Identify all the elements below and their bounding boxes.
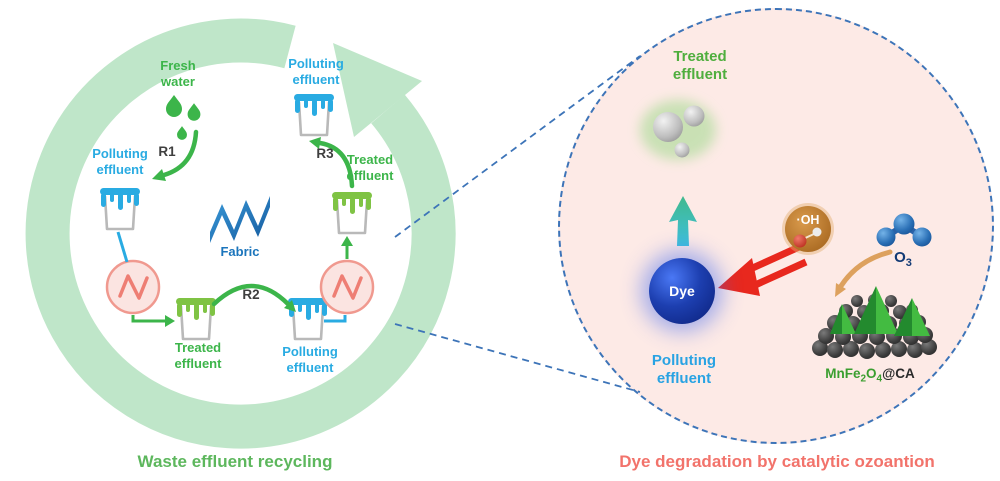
- flow-connectors: [116, 231, 353, 327]
- polluting-effluent-bottom-label: Polluting effluent: [282, 344, 338, 375]
- beaker-treated-effluent-right-icon: [332, 192, 372, 235]
- reactor-right-icon: [319, 259, 375, 315]
- r2-label: R2: [242, 287, 260, 302]
- fabric-icon: [210, 196, 270, 243]
- r3-label: R3: [316, 146, 334, 161]
- reactor-left-icon: [105, 259, 161, 315]
- o3-label: O3: [894, 249, 912, 269]
- right-caption: Dye degradation by catalytic ozoantion: [619, 452, 935, 471]
- r2-arrow-icon: [211, 283, 296, 312]
- polluting-effluent-top-label: Polluting effluent: [288, 56, 344, 87]
- polluting-effluent-left-label: Polluting effluent: [92, 146, 148, 177]
- recycle-cycle-arrow-icon: [25, 18, 456, 449]
- beaker-polluting-effluent-top-icon: [294, 94, 334, 137]
- polluting-effluent-zoom-label: Polluting effluent: [651, 352, 717, 388]
- fresh-water-label: Fresh water: [160, 58, 196, 89]
- ozone-molecule-icon: O3: [876, 213, 932, 269]
- zoom-circle: [558, 8, 994, 444]
- treatment-up-arrow-icon: [669, 196, 697, 246]
- catalyst-icon: [812, 286, 937, 359]
- treated-particles-icon: [640, 100, 716, 160]
- fabric-label: Fabric: [220, 244, 260, 259]
- treated-effluent-right-label: Treated effluent: [346, 152, 394, 183]
- beaker-treated-effluent-bottom-icon: [176, 298, 216, 341]
- zoom-cone-lines: [394, 55, 641, 393]
- treated-effluent-bottom-label: Treated effluent: [174, 340, 222, 371]
- beaker-polluting-effluent-left-icon: [100, 188, 140, 231]
- r3-arrow-icon: [309, 137, 355, 189]
- r1-arrow-icon: [152, 129, 199, 181]
- catalyst-label: MnFe2O4@CA: [825, 366, 915, 385]
- treated-effluent-zoom-label: Treated effluent: [672, 48, 728, 84]
- left-caption: Waste effluent recycling: [137, 452, 333, 471]
- hydroxyl-radical-icon: ·OH: [782, 203, 834, 255]
- radical-attack-arrow-icon: [718, 243, 808, 296]
- oh-label: ·OH: [797, 213, 820, 227]
- ozone-to-catalyst-arrow-icon: [835, 249, 893, 297]
- dye-label: Dye: [669, 283, 695, 299]
- r1-label: R1: [158, 144, 176, 159]
- beaker-polluting-effluent-bottom-icon: [288, 298, 328, 341]
- dye-sphere: Dye: [649, 258, 715, 324]
